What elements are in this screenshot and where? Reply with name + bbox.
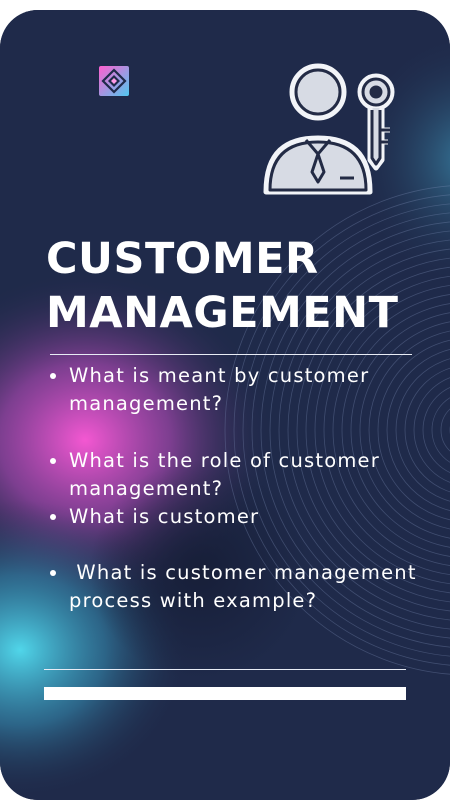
background-ring bbox=[314, 275, 450, 585]
background-ring bbox=[395, 358, 450, 502]
brand-logo-icon bbox=[99, 66, 129, 96]
background-ring bbox=[224, 185, 450, 675]
bullet-icon bbox=[50, 514, 56, 520]
title-line-2: MANAGEMENT bbox=[46, 288, 399, 338]
page-title: CUSTOMER MANAGEMENT bbox=[46, 232, 399, 340]
background-ring bbox=[323, 285, 450, 575]
bullet-icon bbox=[50, 570, 56, 576]
list-item: What is customer bbox=[48, 503, 418, 531]
background-ring bbox=[404, 367, 450, 493]
background-ring bbox=[377, 339, 450, 521]
poster-card: CUSTOMER MANAGEMENT What is meant by cus… bbox=[0, 10, 450, 800]
question-text: What is meant by customer management? bbox=[69, 364, 370, 415]
background-ring bbox=[341, 303, 450, 557]
user-with-key-icon bbox=[263, 63, 395, 195]
background-ring bbox=[260, 221, 450, 639]
background-ring bbox=[287, 248, 450, 612]
background-ring bbox=[251, 212, 450, 648]
question-text: What is customer management process with… bbox=[69, 561, 425, 612]
bullet-icon bbox=[50, 458, 56, 464]
question-text: What is customer bbox=[69, 505, 260, 528]
background-ring bbox=[242, 203, 450, 657]
bottom-divider bbox=[44, 669, 406, 670]
background-ring bbox=[332, 294, 450, 566]
background-ring bbox=[233, 194, 450, 666]
question-list: What is meant by customer management? Wh… bbox=[48, 362, 418, 615]
background-ring bbox=[269, 230, 450, 630]
background-ring bbox=[278, 239, 450, 621]
background-ring bbox=[386, 349, 450, 511]
bullet-icon bbox=[50, 373, 56, 379]
title-line-1: CUSTOMER bbox=[46, 234, 319, 284]
background-ring bbox=[350, 312, 450, 548]
top-divider bbox=[50, 354, 412, 355]
background-ring bbox=[413, 377, 450, 483]
footer-bar bbox=[44, 687, 406, 700]
background-ring bbox=[422, 387, 450, 473]
background-ring bbox=[296, 257, 450, 603]
list-item: What is meant by customer management? bbox=[48, 362, 418, 418]
list-item: What is the role of customer management? bbox=[48, 447, 418, 503]
background-ring bbox=[431, 397, 450, 463]
list-item: What is customer management process with… bbox=[48, 559, 418, 615]
background-ring bbox=[368, 330, 450, 530]
background-ring bbox=[440, 408, 450, 452]
background-ring bbox=[359, 321, 450, 539]
question-text: What is the role of customer management? bbox=[69, 449, 380, 500]
background-ring bbox=[305, 266, 450, 594]
